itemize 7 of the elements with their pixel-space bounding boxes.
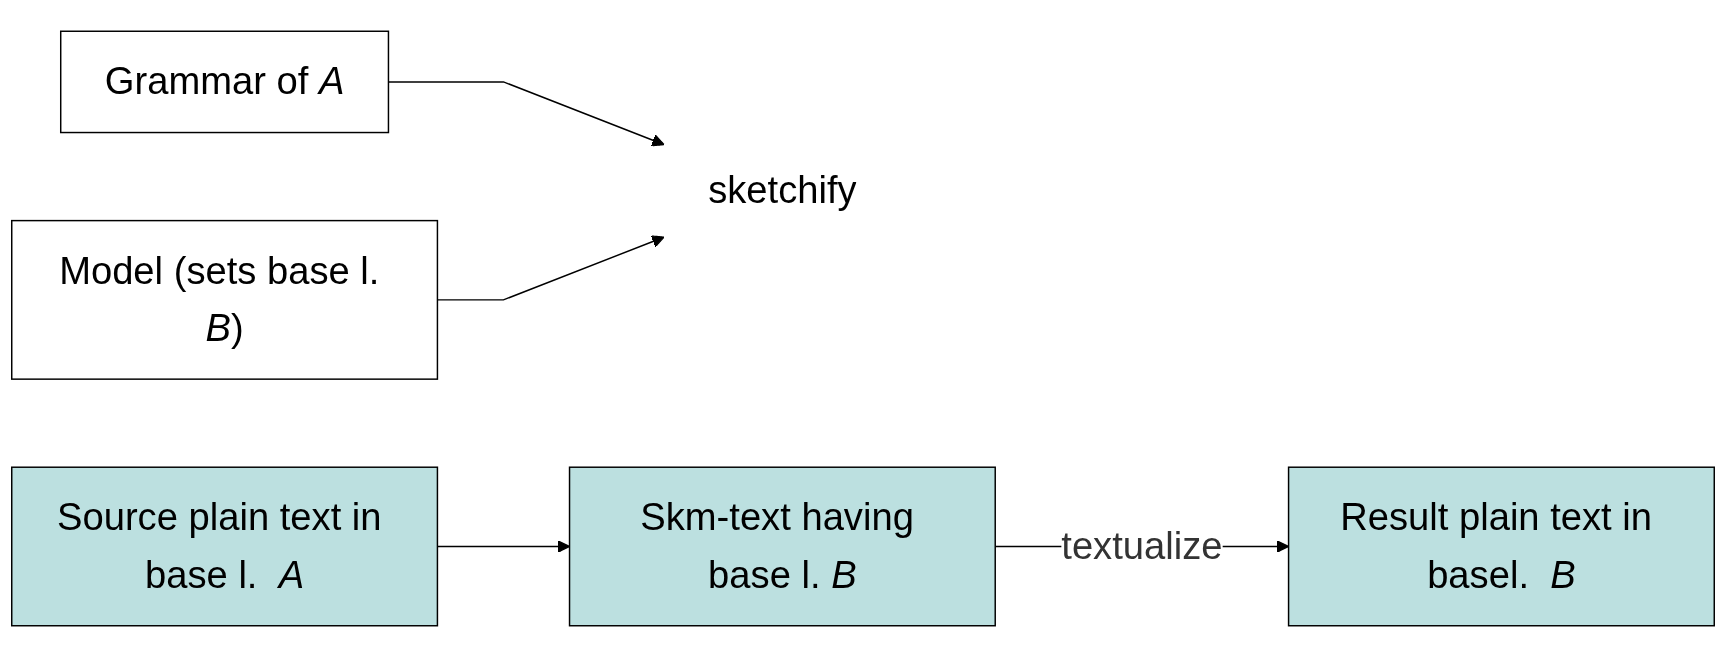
edge-label: textualize	[1061, 523, 1223, 568]
node-box: Result plain text in basel. B	[1287, 466, 1715, 627]
node-box: Source plain text in base l. A	[11, 466, 439, 627]
node-box: Grammar of A	[60, 30, 390, 134]
node-box: Skm-text having base l. B	[568, 466, 996, 627]
node-box: Model (sets base l. B)	[11, 219, 439, 380]
node-text: sketchify	[708, 168, 857, 213]
